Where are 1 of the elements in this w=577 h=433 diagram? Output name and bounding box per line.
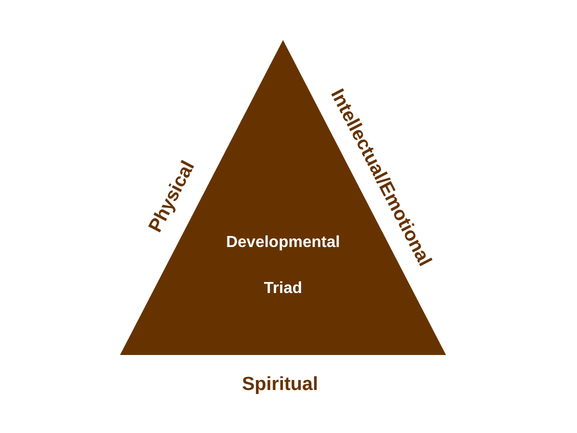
side-label: Spiritual [242, 374, 318, 396]
